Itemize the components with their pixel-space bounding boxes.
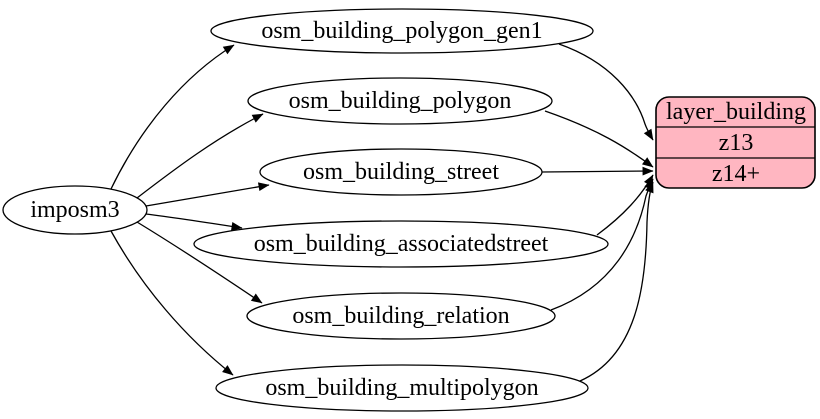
multipolygon-ellipse <box>215 364 589 412</box>
edge-osm-building-associatedstreet-to-layer-z14 <box>596 174 654 236</box>
edge-osm-building-multipolygon-to-layer-z14 <box>579 181 654 382</box>
relation-label: osm_building_relation <box>292 303 509 329</box>
node-layer-building: layer_building z13 z14+ <box>655 96 816 189</box>
edge-imposm3-to-osm-building-associatedstreet <box>145 213 243 231</box>
edge-osm-building-polygon-gen1-to-layer-z13 <box>558 43 654 141</box>
edge-osm-building-polygon-to-layer-z14 <box>544 110 654 168</box>
polygon-gen1-ellipse <box>210 8 594 54</box>
layer-building-row-z13: z13 <box>719 130 754 156</box>
node-osm-building-street: osm_building_street <box>259 148 543 196</box>
street-ellipse <box>259 148 543 196</box>
layer-building-row-z14plus: z14+ <box>712 161 760 187</box>
associatedstreet-ellipse <box>193 220 609 268</box>
edge-imposm3-to-osm-building-street <box>145 182 270 207</box>
edge-imposm3-to-osm-building-multipolygon <box>110 230 234 376</box>
edges-to-layer <box>541 43 654 382</box>
polygon-gen1-label: osm_building_polygon_gen1 <box>261 18 542 44</box>
imposm3-label: imposm3 <box>30 197 119 223</box>
imposm3-ellipse <box>2 185 148 235</box>
edges-from-source <box>110 44 270 376</box>
edge-imposm3-to-osm-building-polygon-gen1 <box>110 44 235 190</box>
layer-building-title: layer_building <box>666 99 806 125</box>
node-osm-building-multipolygon: osm_building_multipolygon <box>215 364 589 412</box>
multipolygon-label: osm_building_multipolygon <box>265 375 538 401</box>
node-osm-building-polygon: osm_building_polygon <box>247 77 553 125</box>
node-osm-building-associatedstreet: osm_building_associatedstreet <box>193 220 609 268</box>
layer-building-box <box>655 96 816 189</box>
edge-osm-building-street-to-layer-z14 <box>541 166 654 176</box>
polygon-ellipse <box>247 77 553 125</box>
edge-imposm3-to-osm-building-polygon <box>136 113 264 199</box>
node-osm-building-relation: osm_building_relation <box>246 292 556 340</box>
node-osm-building-polygon-gen1: osm_building_polygon_gen1 <box>210 8 594 54</box>
associatedstreet-label: osm_building_associatedstreet <box>254 231 549 257</box>
street-label: osm_building_street <box>303 159 499 185</box>
polygon-label: osm_building_polygon <box>289 88 512 114</box>
edge-imposm3-to-osm-building-relation <box>136 221 263 304</box>
node-imposm3: imposm3 <box>2 185 148 235</box>
relation-ellipse <box>246 292 556 340</box>
